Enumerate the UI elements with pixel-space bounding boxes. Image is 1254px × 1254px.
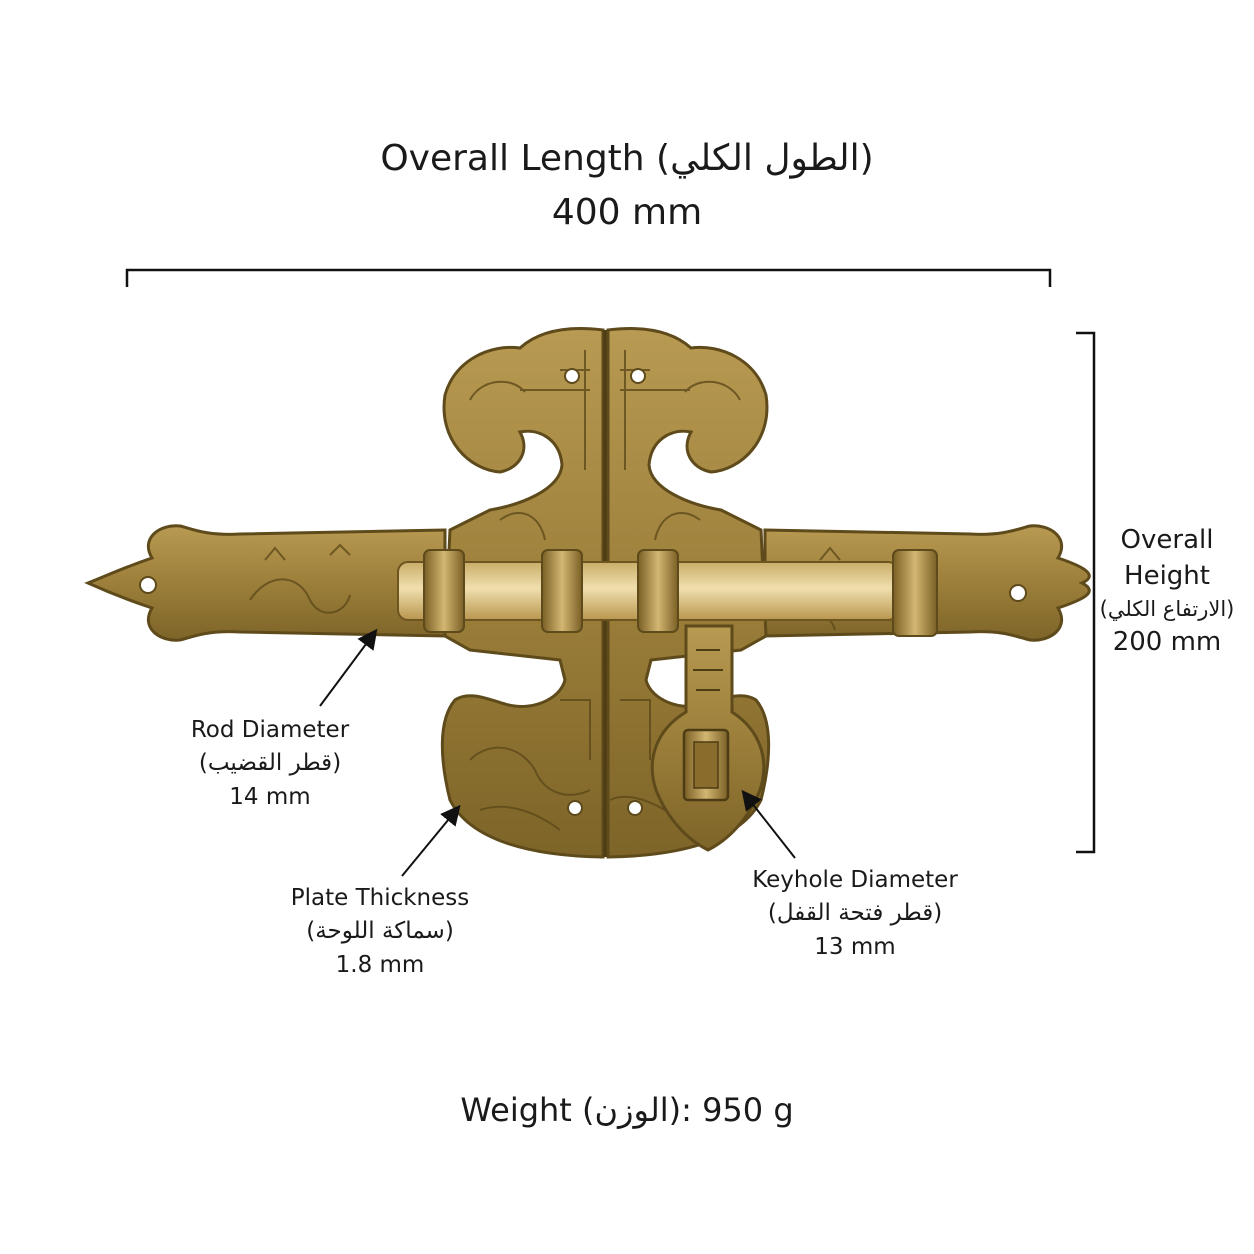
height-dimension-bracket <box>1076 331 1096 854</box>
length-dimension-bracket <box>125 268 1052 287</box>
keyhole-diameter-value: 13 mm <box>814 933 896 960</box>
latch-plate <box>84 327 1091 859</box>
mount-hole <box>139 576 157 594</box>
keyhole-diameter-label: Keyhole Diameter (قطر فتحة القفل) 13 mm <box>720 864 990 964</box>
overall-length-title: Overall Length (الطول الكلي) <box>380 138 874 179</box>
rod-diameter-title: Rod Diameter <box>190 717 350 743</box>
rod-diameter-label: Rod Diameter (قطر القضيب) 14 mm <box>150 714 390 814</box>
plate-callout-arrow <box>401 804 461 877</box>
plate-thickness-title: Plate Thickness <box>290 885 470 911</box>
rod-guide <box>541 549 583 633</box>
overall-height-title-ar: (الارتفاع الكلي) <box>1099 596 1235 621</box>
rod-diameter-title-ar: (قطر القضيب) <box>198 750 342 777</box>
plate-thickness-label: Plate Thickness (سماكة اللوحة) 1.8 mm <box>250 882 510 982</box>
rod-diameter-value: 14 mm <box>229 783 311 810</box>
mount-hole <box>627 800 643 816</box>
overall-height-value: 200 mm <box>1112 627 1222 658</box>
mount-hole <box>1009 584 1027 602</box>
plate-thickness-title-ar: (سماكة اللوحة) <box>306 918 454 945</box>
overall-height-title-line2: Height <box>1124 561 1210 592</box>
rod-guide <box>423 549 465 633</box>
rod-guide <box>892 549 938 637</box>
overall-height-label: Overall Height (الارتفاع الكلي) 200 mm <box>1092 522 1242 661</box>
rod-callout-arrow <box>319 628 378 707</box>
mount-hole <box>567 800 583 816</box>
rod-guide <box>637 549 679 633</box>
mount-hole <box>564 368 580 384</box>
overall-height-title-line1: Overall <box>1120 525 1214 555</box>
keyhole-callout-arrow <box>741 789 796 859</box>
weight-label: Weight (الوزن): 950 g <box>460 1091 794 1129</box>
keyhole-diameter-title-ar: (قطر فتحة القفل) <box>767 900 943 927</box>
overall-length-label: Overall Length (الطول الكلي) 400 mm <box>0 132 1254 240</box>
plate-thickness-value: 1.8 mm <box>335 951 425 978</box>
mount-hole <box>630 368 646 384</box>
overall-length-value: 400 mm <box>551 192 703 233</box>
keyhole-diameter-title: Keyhole Diameter <box>752 867 958 893</box>
